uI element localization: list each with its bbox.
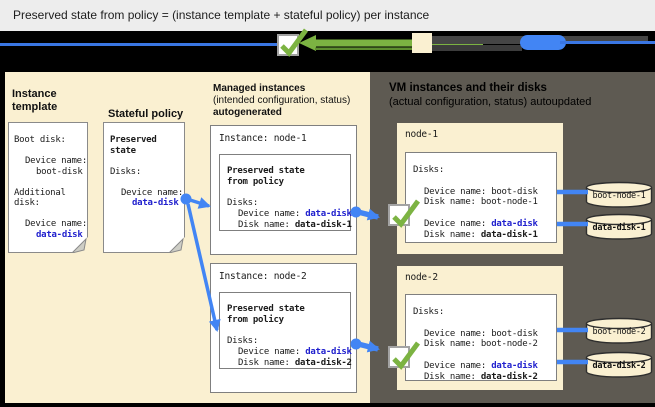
legend-instance-icon <box>412 33 432 53</box>
managed-instance-node-2: Instance: node-2 Preserved state from po… <box>210 263 357 393</box>
check-icon <box>280 28 309 57</box>
folded-corner-icon <box>72 237 88 253</box>
check-icon <box>392 341 421 370</box>
instance-template-label: Instance template <box>12 88 58 113</box>
legend-bar-2 <box>432 45 522 51</box>
disk-cylinder-boot-node-2: boot-node-2 <box>585 317 653 345</box>
disk-cylinder-data-disk-1: data-disk-1 <box>585 213 653 241</box>
preserved-state-box: Preserved state from policy Disks: Devic… <box>219 292 352 369</box>
legend-line-right <box>560 41 655 44</box>
cylinder-icon <box>585 213 653 240</box>
folded-corner-icon <box>169 237 185 253</box>
cylinder-icon <box>585 181 653 208</box>
cylinder-icon <box>585 317 653 344</box>
stateful-policy-doc: Preserved state Disks: Device name: data… <box>103 122 185 253</box>
instance-template-doc: Boot disk: Device name: boot-disk Additi… <box>8 122 88 253</box>
preserved-state-box: Preserved state from policy Disks: Devic… <box>219 154 352 231</box>
vm-disks-box: Disks: Device name: boot-disk Disk name:… <box>405 294 557 382</box>
vm-heading-line1: VM instances and their disks <box>389 82 547 94</box>
legend-arrow-icon <box>299 35 499 51</box>
applied-checkbox-node-1 <box>388 199 421 228</box>
legend-checkbox-icon <box>277 28 309 57</box>
vm-node-2: node-2 Disks: Device name: boot-disk Dis… <box>397 266 563 390</box>
managed-instances-heading: Managed instances (intended configuratio… <box>213 83 351 118</box>
legend-line-left <box>0 43 278 46</box>
cylinder-icon <box>585 351 653 378</box>
check-icon <box>392 199 421 228</box>
vm-heading-line2: (actual configuration, status) autoupdat… <box>389 96 592 108</box>
vm-node-1: node-1 Disks: Device name: boot-disk Dis… <box>397 123 563 254</box>
page-title: Preserved state from policy = (instance … <box>13 8 430 22</box>
mig-panel: Instance template Stateful policy Boot d… <box>5 72 370 403</box>
legend-disk-icon <box>520 35 566 50</box>
managed-instance-node-1: Instance: node-1 Preserved state from po… <box>210 125 357 255</box>
disk-cylinder-data-disk-2: data-disk-2 <box>585 351 653 379</box>
disk-cylinder-boot-node-1: boot-node-1 <box>585 181 653 209</box>
stateful-policy-label: Stateful policy <box>108 108 184 120</box>
vm-disks-box: Disks: Device name: boot-disk Disk name:… <box>405 152 557 243</box>
title-bar: Preserved state from policy = (instance … <box>0 0 655 31</box>
vm-panel: VM instances and their disks (actual con… <box>370 72 655 403</box>
applied-checkbox-node-2 <box>388 341 421 370</box>
